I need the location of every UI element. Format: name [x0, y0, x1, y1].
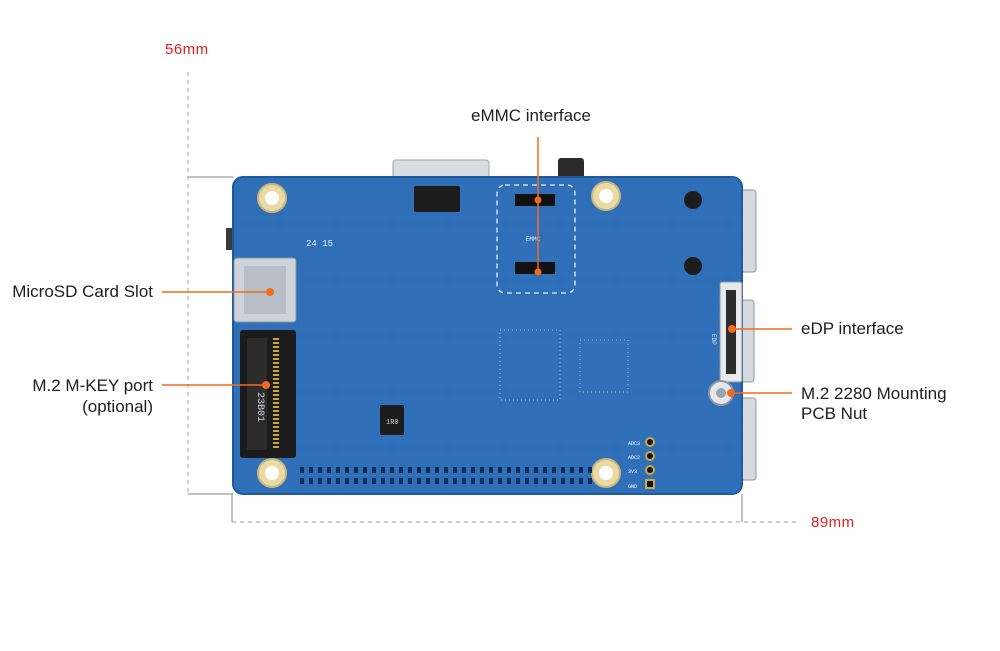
- width-dimension-label: 89mm: [811, 514, 855, 531]
- pcb-traces: [235, 179, 740, 492]
- audio-jack: [558, 158, 584, 180]
- silk-pin-gnd: GND: [628, 484, 637, 490]
- mounting-hole-br-center: [599, 466, 613, 480]
- edp-leader-dot: [728, 325, 736, 333]
- inductor-chip: [380, 405, 404, 435]
- silk-emmc: EMMC: [526, 236, 541, 243]
- silk-pin-adc2: ADC2: [628, 455, 640, 461]
- emmc-callout-label: eMMC interface: [471, 106, 591, 125]
- silk-code-24: 24 15: [306, 239, 333, 249]
- standoff-top: [684, 191, 702, 209]
- m2-mounting-nut-center: [716, 388, 726, 398]
- emmc-leader-dot-bottom: [534, 268, 542, 276]
- standoff-bottom: [684, 257, 702, 275]
- pin-adc2: [645, 451, 655, 461]
- pin-3v3: [645, 465, 655, 475]
- silk-ssd-code: 23B01: [254, 392, 265, 422]
- microsd-callout-label: MicroSD Card Slot: [12, 282, 153, 301]
- nut-callout-line2: PCB Nut: [801, 404, 868, 423]
- silk-ic-code: 1R0: [386, 419, 399, 427]
- dip-switch: [414, 186, 460, 212]
- pin-adc3: [645, 437, 655, 447]
- m2-slot-key: [247, 338, 267, 450]
- m2-port-leader-dot: [262, 381, 270, 389]
- silk-pin-adc3: ADC3: [628, 441, 640, 447]
- m2-port-callout-line2: (optional): [82, 397, 153, 416]
- nut-leader-dot: [727, 389, 735, 397]
- soc-footprint: [499, 329, 561, 401]
- pin-gnd: [645, 479, 655, 489]
- silk-pin-3v3: 3V3: [628, 469, 637, 475]
- emmc-connector-bottom: [515, 262, 555, 274]
- mounting-hole-tl-center: [265, 191, 279, 205]
- edp-callout-label: eDP interface: [801, 319, 904, 338]
- height-dimension-label: 56mm: [165, 41, 209, 58]
- side-button: [226, 228, 236, 250]
- nut-callout-line1: M.2 2280 Mounting: [801, 384, 947, 403]
- mounting-hole-bl-center: [265, 466, 279, 480]
- pmic-footprint: [579, 339, 629, 393]
- mounting-hole-tr-center: [599, 189, 613, 203]
- microsd-slot-inner: [244, 266, 286, 314]
- emmc-outline: [496, 184, 576, 294]
- silk-edp: EDP: [710, 334, 717, 345]
- microsd-leader-dot: [266, 288, 274, 296]
- m2-port-callout-line1: M.2 M-KEY port: [32, 376, 153, 395]
